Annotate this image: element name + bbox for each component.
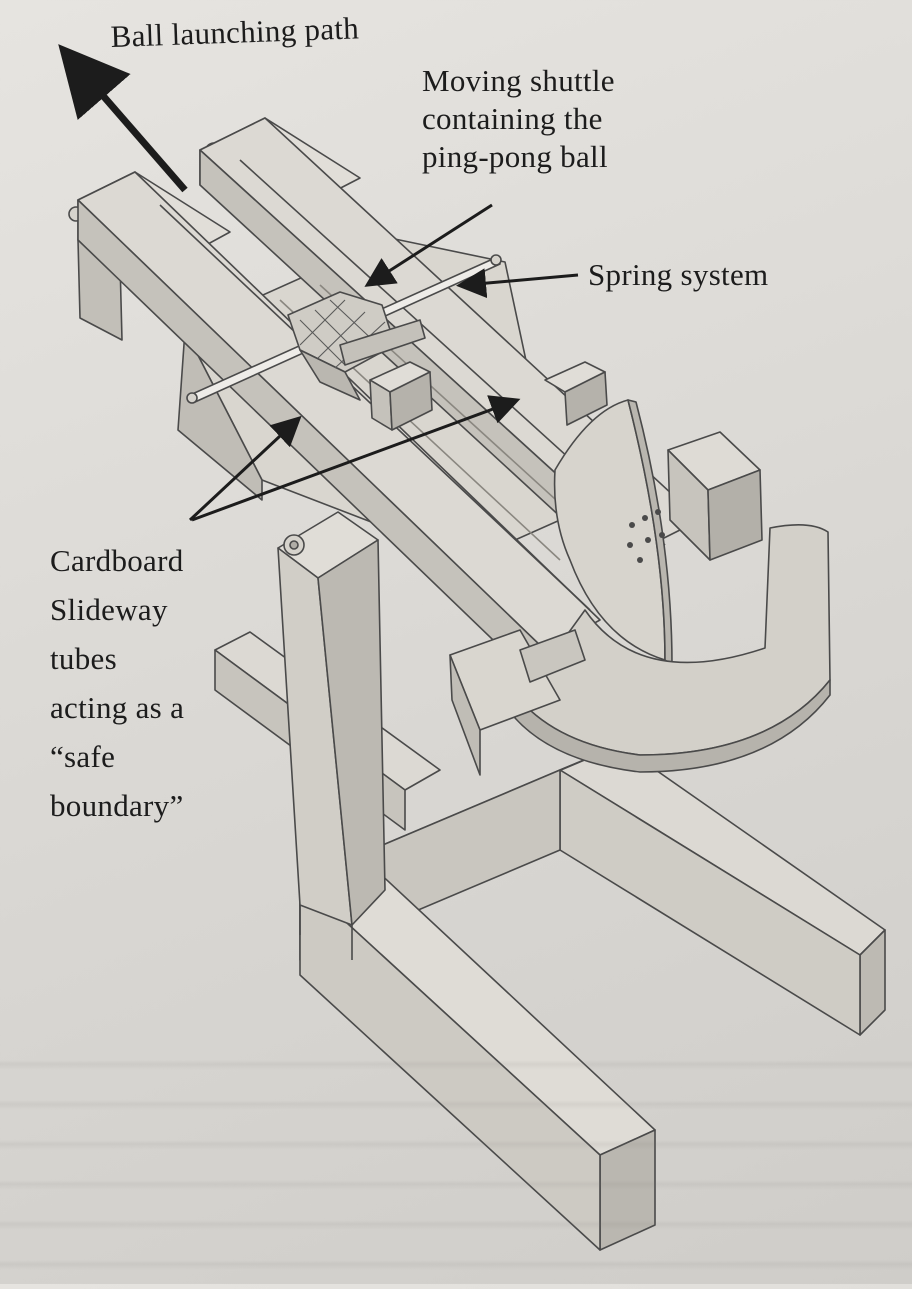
label-spring-system-text: Spring system: [588, 257, 769, 292]
label-slideway-line-3: tubes: [50, 641, 117, 676]
label-slideway-line-5: “safe: [50, 739, 116, 774]
label-cardboard-slideway: Cardboard Slideway tubes acting as a “sa…: [50, 536, 184, 830]
shuttle: [287, 291, 426, 401]
slideway-rails: [77, 117, 701, 691]
label-moving-shuttle-line-1: Moving shuttle: [422, 63, 615, 98]
label-spring-system: Spring system: [588, 256, 768, 294]
slideway-pointer-arrow-right: [191, 395, 521, 522]
spring-pointer-arrow: [456, 268, 579, 299]
label-moving-shuttle-line-2: containing the: [422, 101, 603, 136]
trigger-blocks: [369, 361, 608, 431]
label-moving-shuttle-line-3: ping-pong ball: [422, 139, 608, 174]
curved-shield: [449, 399, 831, 776]
launch-path-arrow: [58, 44, 188, 193]
label-slideway-line-2: Slideway: [50, 592, 168, 627]
slideway-pointer-arrow-left: [188, 415, 302, 522]
label-slideway-line-4: acting as a: [50, 690, 185, 725]
shuttle-pointer-arrow: [364, 203, 493, 287]
label-moving-shuttle: Moving shuttle containing the ping-pong …: [422, 62, 615, 176]
label-slideway-line-6: boundary”: [50, 788, 184, 823]
label-slideway-line-1: Cardboard: [50, 543, 184, 578]
support-post: [277, 511, 386, 960]
